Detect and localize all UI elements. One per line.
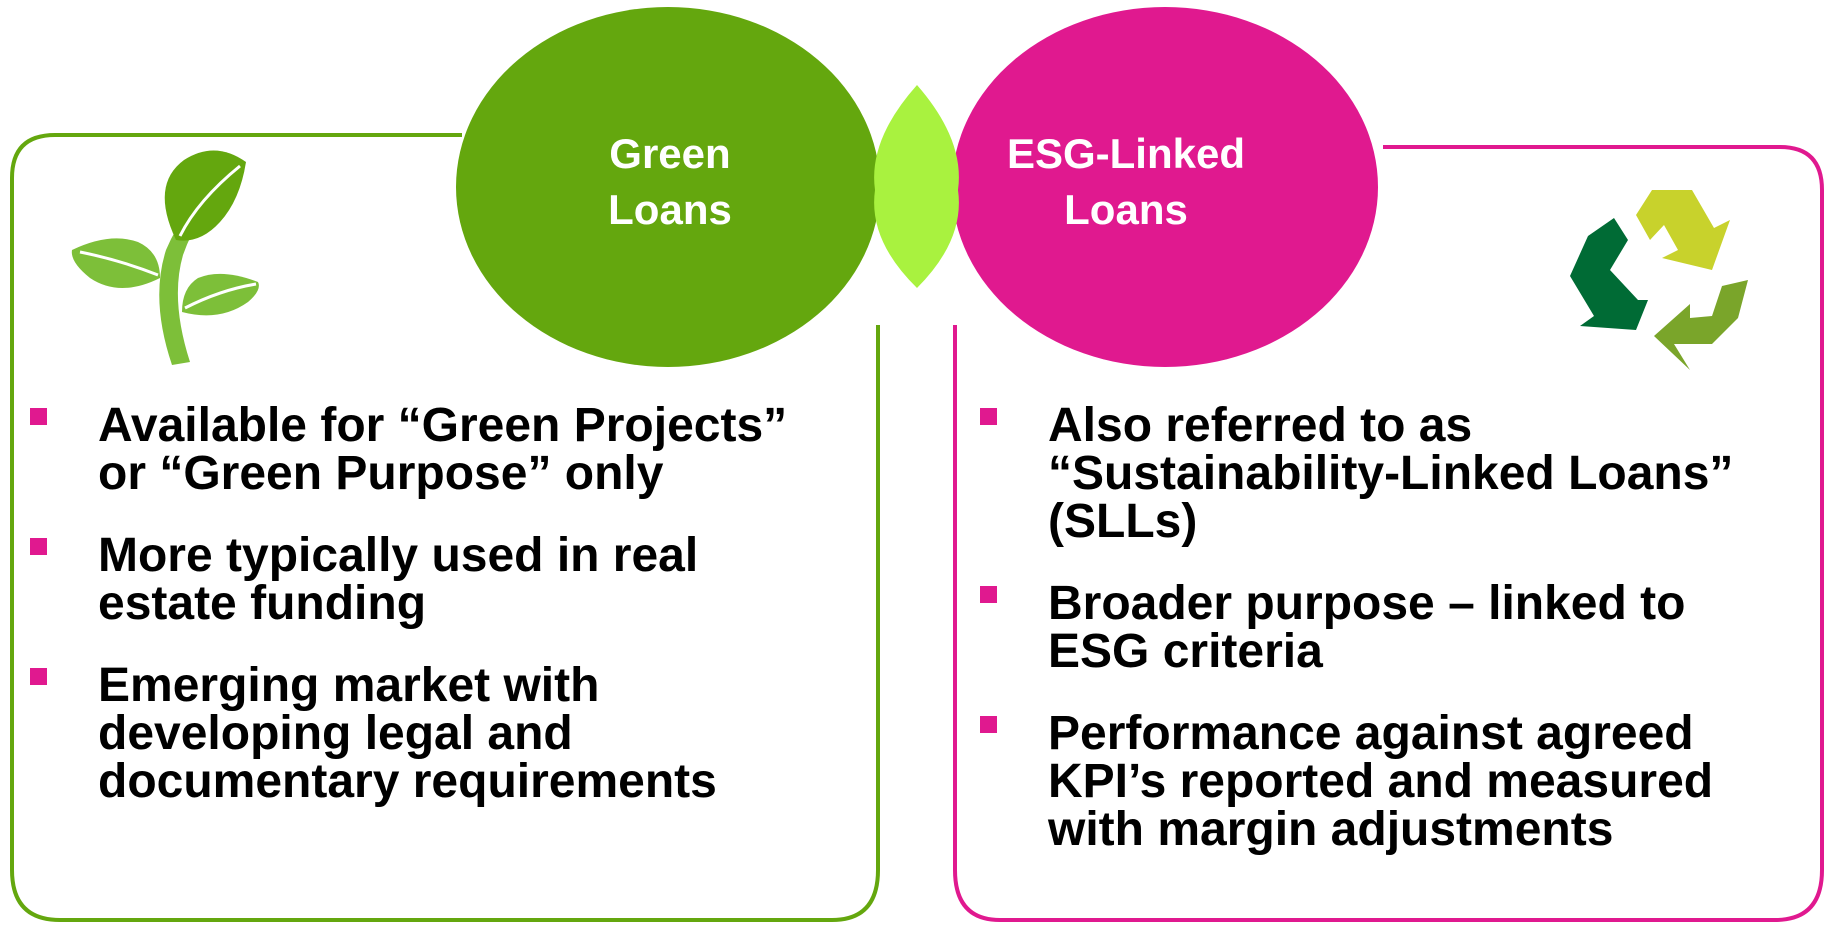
- bullet-square-icon: [980, 408, 997, 425]
- bullet-text: Performance against agreed KPI’s reporte…: [1048, 707, 1714, 856]
- list-item: Emerging market with developing legal an…: [30, 662, 870, 806]
- bullet-square-icon: [980, 586, 997, 603]
- esg-loans-title: ESG-Linked Loans: [966, 126, 1286, 238]
- list-item: Also referred to as “Sustainability-Link…: [980, 402, 1820, 546]
- bullet-square-icon: [980, 716, 997, 733]
- green-panel-border: [10, 133, 880, 922]
- bullet-square-icon: [30, 538, 47, 555]
- bullet-text: Broader purpose – linked to ESG criteria: [1048, 577, 1686, 678]
- bullet-text: Available for “Green Projects” or “Green…: [98, 399, 788, 500]
- bullet-text: Emerging market with developing legal an…: [98, 659, 717, 808]
- bullet-text: Also referred to as “Sustainability-Link…: [1048, 399, 1734, 548]
- esg-loans-title-line2: Loans: [1064, 186, 1188, 233]
- venn-overlap: [874, 85, 959, 288]
- esg-panel-border: [953, 145, 1824, 922]
- plant-sprout-icon: [71, 150, 259, 365]
- green-loans-title-line1: Green: [609, 130, 731, 177]
- green-loans-title: Green Loans: [548, 126, 792, 238]
- green-loans-circle: [456, 7, 880, 367]
- esg-loans-list: Also referred to as “Sustainability-Link…: [980, 402, 1820, 888]
- list-item: Broader purpose – linked to ESG criteria: [980, 580, 1820, 676]
- bullet-text: More typically used in real estate fundi…: [98, 529, 699, 630]
- recycle-arrows-icon: [1570, 190, 1748, 370]
- green-loans-title-line2: Loans: [608, 186, 732, 233]
- esg-loans-circle: [952, 7, 1378, 367]
- bullet-square-icon: [30, 668, 47, 685]
- list-item: More typically used in real estate fundi…: [30, 532, 870, 628]
- bullet-square-icon: [30, 408, 47, 425]
- green-loans-list: Available for “Green Projects” or “Green…: [30, 402, 870, 840]
- esg-loans-title-line1: ESG-Linked: [1006, 130, 1246, 177]
- list-item: Performance against agreed KPI’s reporte…: [980, 710, 1820, 854]
- list-item: Available for “Green Projects” or “Green…: [30, 402, 870, 498]
